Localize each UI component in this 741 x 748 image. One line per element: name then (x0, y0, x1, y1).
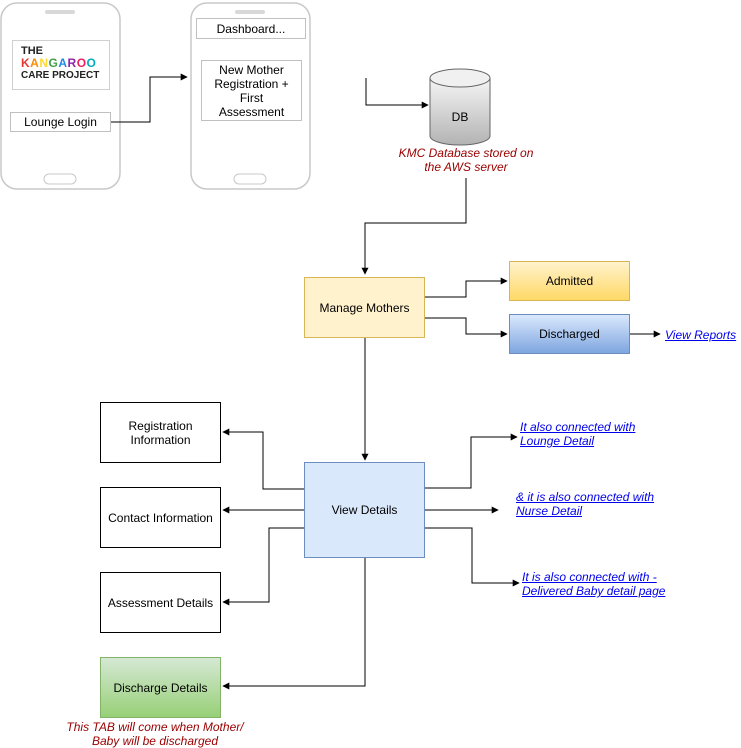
logo-letter: O (86, 56, 97, 70)
manage-mothers-node[interactable]: Manage Mothers (304, 277, 425, 338)
discharge-tab-note: This TAB will come when Mother/ Baby wil… (66, 720, 244, 748)
discharged-node[interactable]: Discharged (509, 314, 630, 354)
registration-information-node[interactable]: Registration Information (100, 402, 221, 463)
lounge-detail-link[interactable]: It also connected with Lounge Detail (520, 420, 636, 448)
kangaroo-care-logo: THE KANGAROO CARE PROJECT (12, 40, 110, 90)
view-reports-link[interactable]: View Reports (665, 328, 737, 342)
logo-letter: K (21, 56, 31, 70)
connectors (110, 73, 661, 690)
admitted-node[interactable]: Admitted (509, 261, 630, 301)
db-label: DB (451, 110, 469, 124)
logo-letter: N (39, 56, 49, 70)
contact-information-node[interactable]: Contact Information (100, 487, 221, 548)
assessment-details-node[interactable]: Assessment Details (100, 572, 221, 633)
logo-line-1: THE (21, 45, 43, 57)
dashboard-tab[interactable]: Dashboard... (196, 18, 306, 39)
db-note: KMC Database stored on the AWS server (398, 146, 534, 174)
discharge-details-node[interactable]: Discharge Details (100, 657, 221, 718)
logo-line-2: KANGAROO (21, 57, 101, 70)
logo-letter: A (30, 56, 40, 70)
logo-letter: A (58, 56, 68, 70)
database-cylinder (429, 68, 491, 146)
lounge-login-button[interactable]: Lounge Login (10, 112, 111, 132)
delivered-baby-link[interactable]: It is also connected with - Delivered Ba… (522, 570, 666, 598)
new-mother-registration-button[interactable]: New Mother Registration + First Assessme… (201, 60, 302, 121)
logo-letter: G (48, 56, 59, 70)
logo-letter: O (76, 56, 87, 70)
phone-frame-1 (0, 2, 121, 190)
nurse-detail-link[interactable]: & it is also connected with Nurse Detail (516, 490, 655, 518)
view-details-node[interactable]: View Details (304, 462, 425, 558)
logo-line-3: CARE PROJECT (21, 70, 100, 81)
logo-letter: R (67, 56, 77, 70)
